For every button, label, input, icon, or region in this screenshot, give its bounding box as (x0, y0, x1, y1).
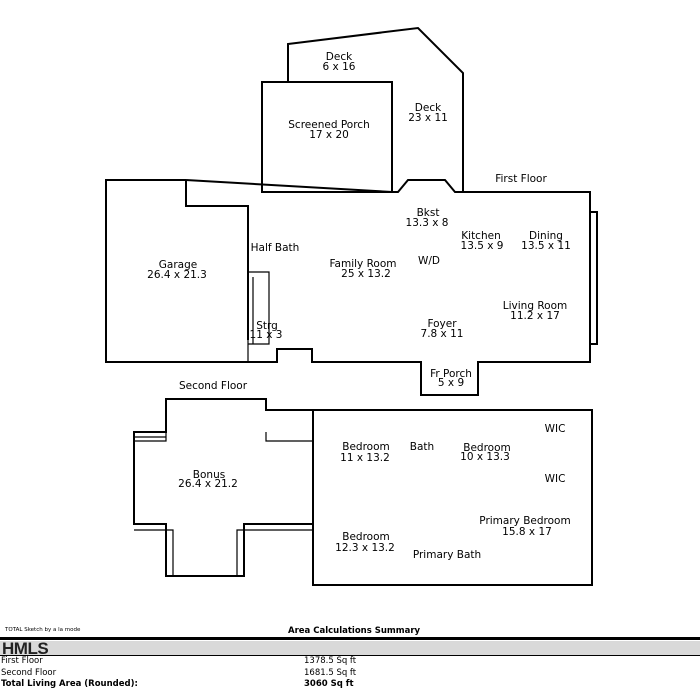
room-dims: 7.8 x 11 (421, 328, 464, 340)
bonus-outline (133, 398, 313, 577)
area-label: Total Living Area (Rounded): (1, 679, 138, 689)
room-label: Foyer (427, 318, 457, 330)
first-floor-labels: First Floor Deck 6 x 16 Deck 23 x 11 Scr… (147, 51, 571, 389)
bonus-inner-line-2 (265, 432, 313, 442)
dining-bay-outline (590, 211, 598, 345)
deck-upper-outline (287, 26, 464, 192)
room-label: Screened Porch (288, 119, 369, 131)
area-summary-title: Area Calculations Summary (288, 626, 421, 636)
room-label: Bkst (417, 207, 440, 219)
room-label: Dining (529, 230, 563, 242)
area-row-first-floor: First Floor 1378.5 Sq ft (0, 656, 700, 668)
room-dims: 11 x 3 (250, 329, 283, 341)
room-label: Primary Bedroom (479, 515, 570, 527)
area-row-total: Total Living Area (Rounded): 3060 Sq ft (0, 679, 700, 691)
room-dims: 17 x 20 (309, 129, 349, 141)
room-dims: 10 x 13.3 (460, 451, 510, 463)
room-label: Bedroom (342, 441, 390, 453)
garage-wall (185, 180, 249, 340)
storage-wall (248, 271, 270, 345)
room-label: Garage (159, 259, 197, 271)
area-summary-footer: TOTAL Sketch by a la mode Area Calculati… (0, 624, 700, 689)
room-dims: 6 x 16 (323, 61, 356, 73)
room-label: Primary Bath (413, 549, 481, 561)
room-label: Bedroom (342, 531, 390, 543)
room-dims: 15.8 x 17 (502, 526, 552, 538)
summary-band (0, 641, 700, 655)
room-label: Living Room (503, 300, 567, 312)
bedroom-block-outline (312, 409, 593, 586)
area-label: First Floor (1, 656, 43, 666)
area-value: 3060 Sq ft (304, 679, 354, 689)
room-dims: 12.3 x 13.2 (335, 542, 395, 554)
room-dims: 25 x 13.2 (341, 268, 391, 280)
area-label: Second Floor (1, 668, 57, 678)
room-dims: 13.5 x 9 (461, 240, 504, 252)
room-label: Family Room (329, 258, 396, 270)
room-label: Bath (410, 441, 434, 453)
bonus-inner-line-3 (134, 529, 174, 576)
bonus-inner-line-4 (236, 529, 313, 576)
room-label: Deck (326, 51, 353, 63)
area-value: 1681.5 Sq ft (304, 668, 357, 678)
summary-band-rule (0, 655, 700, 656)
second-floor-labels: Second Floor WIC Bedroom 11 x 13.2 Bath … (178, 380, 571, 561)
room-label: Fr Porch (430, 368, 472, 380)
room-dims: 26.4 x 21.3 (147, 269, 207, 281)
room-label: Strg (256, 320, 278, 332)
area-value: 1378.5 Sq ft (304, 656, 357, 666)
room-label: Bonus (193, 469, 225, 481)
mls-watermark-logo: HMLS (2, 639, 49, 658)
sketch-credit: TOTAL Sketch by a la mode (5, 627, 81, 633)
room-label: WIC (545, 473, 566, 485)
room-label: Half Bath (251, 242, 300, 254)
room-dims: 26.4 x 21.2 (178, 478, 238, 490)
screened-porch-outline (261, 81, 393, 193)
room-label: Kitchen (461, 230, 500, 242)
first-floor-heading: First Floor (495, 173, 547, 185)
summary-top-rule (0, 637, 700, 640)
room-dims: 11 x 13.2 (340, 452, 390, 464)
room-dims: 11.2 x 17 (510, 310, 560, 322)
area-row-second-floor: Second Floor 1681.5 Sq ft (0, 668, 700, 680)
room-label: WIC (545, 423, 566, 435)
room-label: W/D (418, 255, 440, 267)
main-house-outline (105, 179, 591, 396)
room-dims: 13.5 x 11 (521, 240, 571, 252)
room-label: Deck (415, 102, 442, 114)
bonus-inner-line-5 (134, 432, 167, 442)
room-dims: 23 x 11 (408, 112, 448, 124)
room-dims: 5 x 9 (438, 377, 464, 389)
second-floor-walls (133, 398, 593, 586)
first-floor-walls (105, 26, 598, 396)
room-dims: 13.3 x 8 (406, 217, 449, 229)
room-label: Bedroom (463, 442, 511, 454)
second-floor-heading: Second Floor (179, 380, 248, 392)
